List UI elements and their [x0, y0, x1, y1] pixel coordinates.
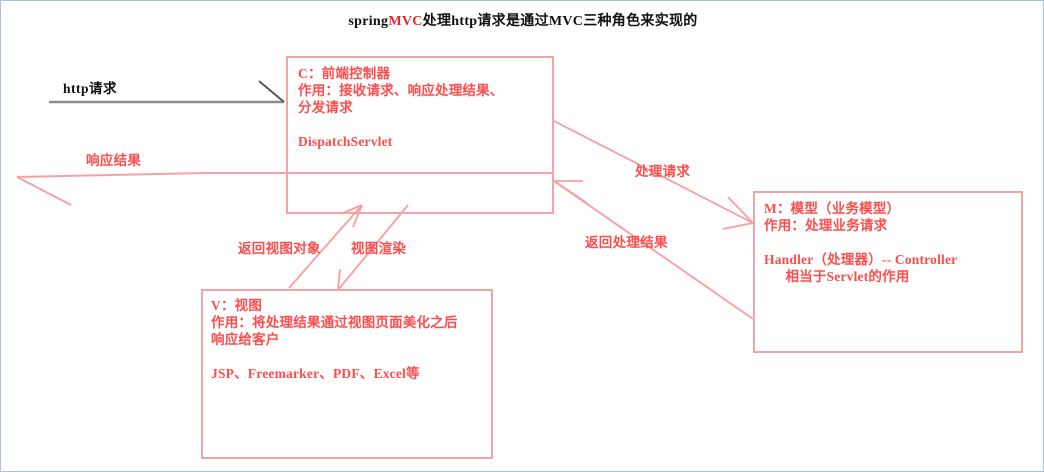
model-box-text: M：模型（业务模型） 作用：处理业务请求 Handler（处理器）-- Cont… [764, 201, 958, 284]
edge-label-return-handle-result: 返回处理结果 [585, 235, 668, 250]
controller-box-text: C：前端控制器 作用：接收请求、响应处理结果、 分发请求 DispatchSer… [298, 66, 504, 149]
model-box[interactable] [753, 191, 1023, 353]
edge-label-http-request: http请求 [63, 81, 118, 96]
controller-box[interactable] [286, 56, 554, 214]
view-box-text: V：视图 作用：将处理结果通过视图页面美化之后 响应给客户 JSP、Freema… [211, 298, 458, 381]
view-box[interactable] [201, 289, 493, 459]
edge-label-view-render: 视图渲染 [351, 241, 407, 256]
edge-label-return-view-object: 返回视图对象 [238, 241, 321, 256]
edge-label-response-result: 响应结果 [86, 153, 142, 168]
title-suffix: 处理http请求是通过MVC三种角色来实现的 [422, 14, 698, 29]
title-accent: MVC [388, 14, 423, 29]
diagram-title: springMVC处理http请求是通过MVC三种角色来实现的 [1, 10, 1043, 30]
title-prefix: spring [348, 14, 389, 29]
edge-label-handle-request: 处理请求 [635, 164, 691, 179]
